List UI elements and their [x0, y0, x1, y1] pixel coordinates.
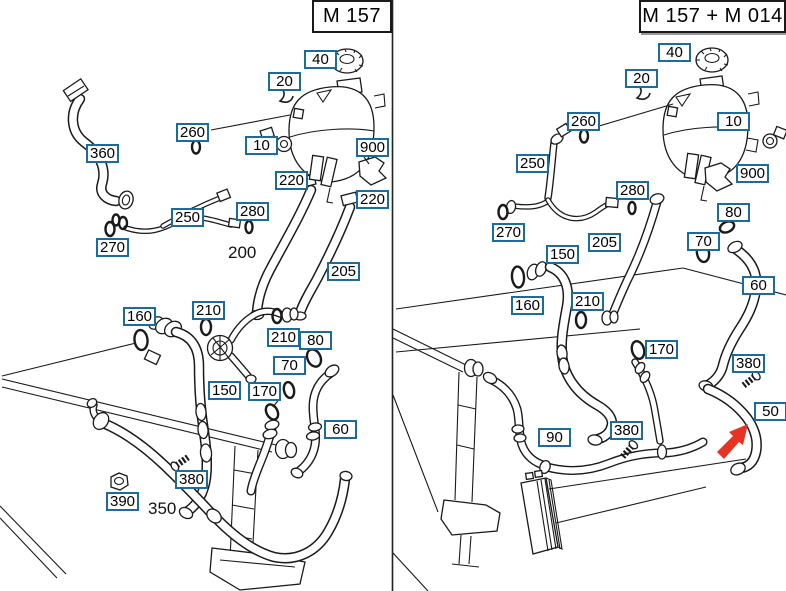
left-panel-art [0, 48, 388, 591]
bracket-900-right [704, 162, 734, 192]
nut-390 [110, 472, 129, 491]
expansion-tank-right [578, 47, 786, 202]
oring-260-left [190, 139, 202, 155]
hose-350 [86, 397, 353, 564]
callout-360[interactable]: 360 [86, 144, 119, 163]
callout-160[interactable]: 160 [511, 296, 544, 315]
callout-205[interactable]: 205 [327, 262, 360, 281]
oring-70-left [282, 380, 296, 400]
hose-170-drop-right [630, 339, 664, 445]
panel-title-left: M 157 [312, 0, 392, 33]
callout-380[interactable]: 380 [732, 354, 765, 373]
expansion-tank-left [190, 48, 388, 204]
oring-170-left [264, 403, 280, 421]
callout-380[interactable]: 380 [175, 470, 208, 489]
callout-210[interactable]: 210 [267, 328, 300, 347]
oring-160-right [510, 265, 526, 289]
callout-70[interactable]: 70 [273, 356, 306, 375]
callout-90[interactable]: 90 [538, 428, 571, 447]
callout-250[interactable]: 250 [516, 154, 549, 173]
callout-380[interactable]: 380 [610, 421, 643, 440]
radiator-left [0, 378, 306, 591]
callout-150[interactable]: 150 [208, 381, 241, 400]
level-sensor-left [275, 135, 293, 153]
oring-210-right [574, 310, 588, 330]
hose-60-right [695, 220, 762, 392]
radiator-right [392, 328, 501, 591]
callout-210[interactable]: 210 [571, 292, 604, 311]
panel-title-right: M 157 + M 014 [639, 0, 786, 33]
callout-170[interactable]: 170 [645, 340, 678, 359]
tank-cap-right [695, 47, 729, 73]
callout-260[interactable]: 260 [176, 123, 209, 142]
callout-20[interactable]: 20 [268, 72, 301, 91]
callout-10[interactable]: 10 [717, 112, 750, 131]
hose-bottom-right [539, 437, 708, 475]
callout-170[interactable]: 170 [248, 382, 281, 401]
callout-250[interactable]: 250 [171, 208, 204, 227]
callout-50[interactable]: 50 [754, 402, 786, 421]
oring-210a-left [199, 317, 213, 337]
oring-270-right [497, 203, 509, 221]
hose-60-left [290, 364, 340, 479]
bracket-900-left [358, 156, 388, 186]
callout-70[interactable]: 70 [687, 232, 720, 251]
oring-80-right [718, 220, 736, 234]
callout-210[interactable]: 210 [192, 301, 225, 320]
hose-50-right [702, 383, 762, 476]
level-sensor-right [762, 133, 778, 149]
oring-170-right [630, 339, 646, 361]
right-panel-art [392, 47, 786, 591]
callout-260[interactable]: 260 [567, 112, 600, 131]
red-pointer-arrow [717, 424, 748, 459]
part-number-label-200: 200 [228, 243, 257, 262]
oring-270-left [104, 220, 116, 238]
callout-390[interactable]: 390 [106, 492, 139, 511]
callout-40[interactable]: 40 [304, 50, 337, 69]
callout-160[interactable]: 160 [123, 307, 156, 326]
oring-210b-left [271, 307, 283, 325]
oring-80-left [305, 348, 323, 368]
vent-hose-20-left [278, 87, 294, 103]
pipe-250-right [497, 122, 637, 222]
callout-80[interactable]: 80 [299, 331, 332, 350]
callout-10[interactable]: 10 [245, 136, 278, 155]
hose-90-right [482, 371, 551, 471]
bolt-380b-right [620, 440, 639, 459]
oring-280-left [244, 219, 254, 235]
hose-150-right [510, 261, 618, 446]
callout-220[interactable]: 220 [356, 190, 389, 209]
callout-60[interactable]: 60 [324, 420, 357, 439]
oring-260-right [578, 128, 590, 144]
callout-60[interactable]: 60 [742, 276, 775, 295]
callout-205[interactable]: 205 [588, 233, 621, 252]
hose-150 [143, 316, 213, 520]
callout-150[interactable]: 150 [546, 245, 579, 264]
callout-280[interactable]: 280 [236, 202, 269, 221]
callout-20[interactable]: 20 [625, 69, 658, 88]
oring-160-left [133, 328, 149, 352]
heater-core [520, 458, 747, 555]
oring-280-right [627, 200, 637, 216]
callout-270[interactable]: 270 [492, 223, 525, 242]
hose-205 [293, 191, 359, 321]
hose-205-right [574, 193, 665, 330]
part-number-label-350: 350 [148, 499, 177, 518]
callout-80[interactable]: 80 [717, 203, 750, 222]
vent-hose-20-right [635, 84, 651, 100]
callout-280[interactable]: 280 [616, 181, 649, 200]
callout-40[interactable]: 40 [658, 43, 691, 62]
callout-220[interactable]: 220 [275, 171, 308, 190]
callout-270[interactable]: 270 [96, 238, 129, 257]
callout-900[interactable]: 900 [356, 138, 389, 157]
callout-900[interactable]: 900 [736, 164, 769, 183]
